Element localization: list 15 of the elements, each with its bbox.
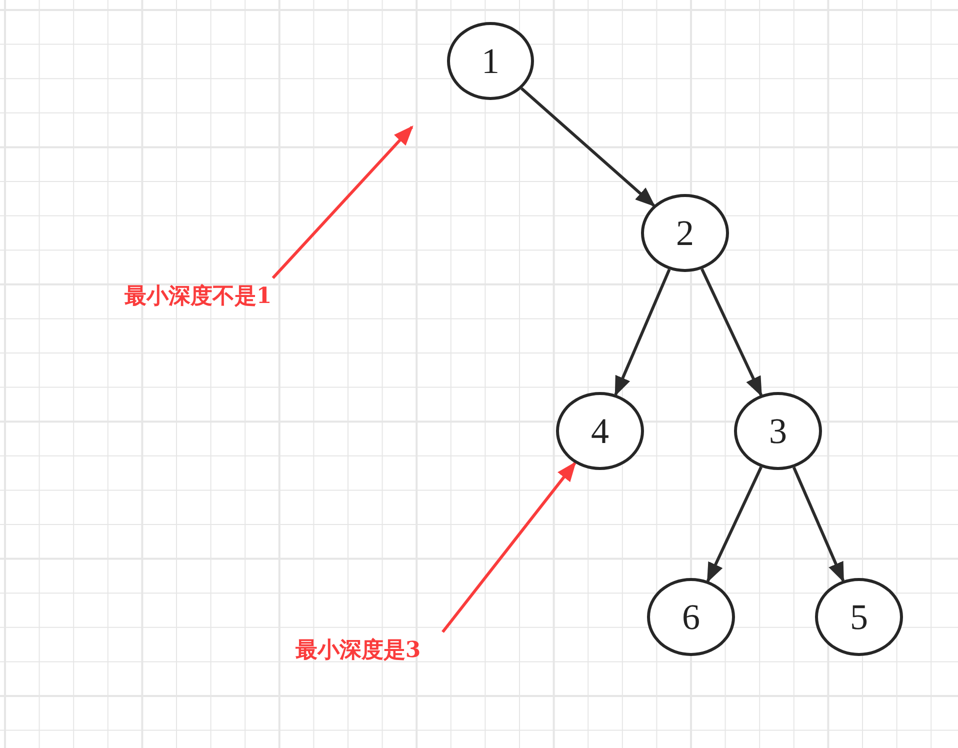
annotation-text: 最小深度不是1 (124, 282, 272, 311)
node-label: 1 (482, 40, 500, 82)
annotation-text: 最小深度是3 (295, 636, 421, 665)
arrow (614, 268, 671, 396)
node-label: 2 (676, 212, 694, 254)
arrow (442, 461, 576, 633)
arrow (272, 126, 414, 280)
node-label: 6 (682, 596, 700, 638)
arrow (792, 466, 845, 582)
arrow (520, 87, 656, 207)
node-label: 5 (850, 596, 868, 638)
arrow (706, 466, 762, 583)
arrow (700, 268, 762, 397)
node-label: 3 (769, 410, 787, 452)
node-label: 4 (591, 410, 609, 452)
